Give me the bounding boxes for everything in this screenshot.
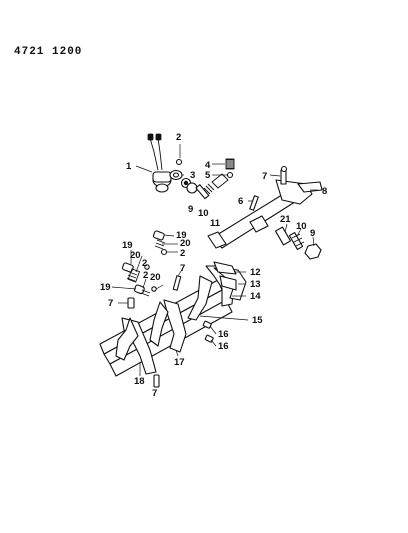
part-6-pin (249, 195, 259, 211)
callout-7-left: 7 (108, 298, 113, 309)
callout-16-lower: 16 (218, 341, 229, 352)
callout-13: 13 (250, 279, 261, 290)
callout-15: 15 (252, 315, 263, 326)
callout-7-bottom: 7 (152, 388, 157, 399)
callout-3: 3 (190, 170, 195, 181)
callout-19-lower: 19 (100, 282, 111, 293)
callout-9-right: 9 (310, 228, 315, 239)
callout-17: 17 (174, 357, 185, 368)
callout-10: 10 (198, 208, 209, 219)
callout-8: 8 (322, 186, 327, 197)
part-19-20-2-lower-detent (133, 284, 157, 297)
callout-21: 21 (280, 214, 291, 225)
callout-12: 12 (250, 267, 261, 278)
callout-labels: 1 2 3 4 5 7 8 9 10 11 6 21 10 9 19 20 2 … (100, 132, 327, 399)
part-4-spring (225, 158, 235, 170)
callout-19-middle: 19 (122, 240, 133, 251)
callout-2-lower: 2 (143, 270, 148, 281)
callout-5: 5 (205, 170, 211, 181)
callout-20-upper: 20 (180, 238, 191, 249)
part-9-10-bolt-assembly (186, 173, 229, 200)
part-8-shift-rail (207, 165, 323, 249)
part-7-pin-left (127, 297, 135, 309)
part-5-ball (226, 171, 234, 179)
callout-7: 7 (262, 171, 267, 182)
callout-9: 9 (188, 204, 193, 215)
callout-19-upper: 19 (176, 230, 187, 241)
callout-18: 18 (134, 376, 145, 387)
callout-20-middle: 20 (130, 250, 141, 261)
part-21-10-9-stud-assembly (274, 226, 322, 260)
part-1-switch-assembly (147, 133, 192, 193)
callout-1: 1 (126, 161, 132, 172)
callout-16-upper: 16 (218, 329, 229, 340)
callout-7-center: 7 (180, 263, 185, 274)
callout-11: 11 (210, 218, 221, 229)
part-7-pin-center (172, 275, 182, 291)
part-7-pin-bottom (153, 374, 160, 388)
callout-2: 2 (176, 132, 181, 143)
callout-2-middle: 2 (142, 258, 147, 269)
callout-20-lower: 20 (150, 272, 161, 283)
callout-14: 14 (250, 291, 261, 302)
callout-2-upper: 2 (180, 248, 185, 259)
callout-4: 4 (205, 160, 211, 171)
leader-lines (111, 144, 318, 376)
callout-10-right: 10 (296, 221, 307, 232)
part-19-20-2-middle-detent (121, 262, 150, 283)
part-19-20-2-upper-detent (152, 230, 168, 256)
diagram-part-code: 4721 1200 (14, 46, 83, 58)
callout-6: 6 (238, 196, 243, 207)
shift-fork-assembly (99, 261, 247, 377)
